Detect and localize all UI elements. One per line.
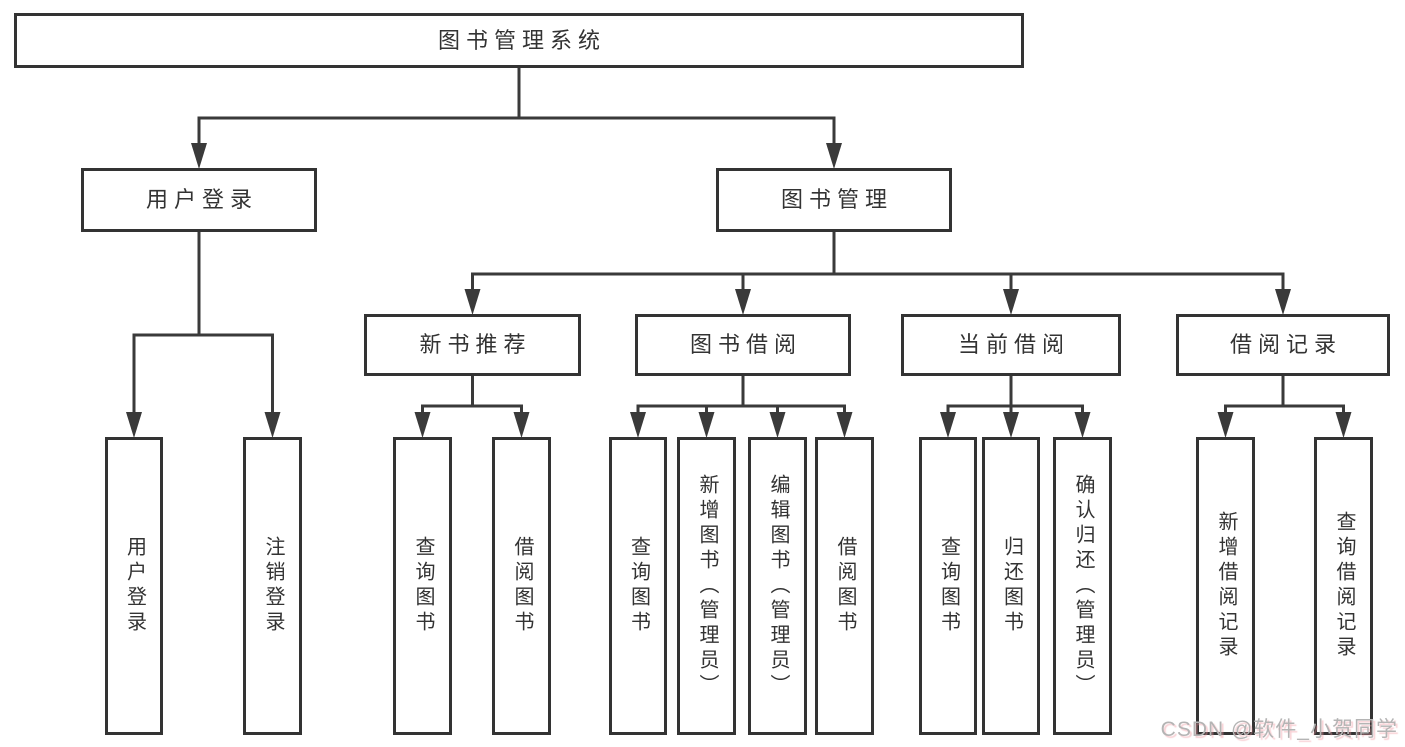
arrowhead-icon	[264, 412, 281, 438]
diagram-node-login: 用户登录	[81, 168, 317, 232]
diagram-node-leaf-br-add: 新增借阅记录	[1196, 437, 1255, 735]
arrowhead-icon	[836, 412, 853, 438]
arrowhead-icon	[191, 143, 207, 169]
diagram-node-leaf-cb-return: 归还图书	[982, 437, 1040, 735]
arrowhead-icon	[735, 289, 751, 315]
diagram-node-leaf-cb-query: 查询图书	[919, 437, 977, 735]
diagram-node-root: 图书管理系统	[14, 13, 1024, 68]
diagram-node-leaf-bm-borrow: 借阅图书	[815, 437, 874, 735]
arrowhead-icon	[1275, 289, 1291, 315]
arrowhead-icon	[698, 412, 715, 438]
diagram-node-borrowmgmt: 图书借阅	[635, 314, 851, 376]
arrowhead-icon	[414, 412, 431, 438]
diagram-node-leaf-bm-edit: 编辑图书（管理员）	[748, 437, 807, 735]
diagram-node-leaf-user-login: 用户登录	[105, 437, 163, 735]
diagram-node-leaf-logout: 注销登录	[243, 437, 302, 735]
arrowhead-icon	[630, 412, 646, 438]
arrowhead-icon	[513, 412, 530, 438]
diagram-node-leaf-br-query: 查询借阅记录	[1314, 437, 1373, 735]
diagram-node-currentborrow: 当前借阅	[901, 314, 1121, 376]
diagram-node-leaf-nb-borrow: 借阅图书	[492, 437, 551, 735]
arrowhead-icon	[940, 412, 956, 438]
arrowhead-icon	[769, 412, 786, 438]
arrowhead-icon	[1217, 412, 1234, 438]
diagram-node-bookmgmt: 图书管理	[716, 168, 952, 232]
diagram-node-leaf-bm-add: 新增图书（管理员）	[677, 437, 736, 735]
diagram-node-leaf-nb-query: 查询图书	[393, 437, 452, 735]
arrowhead-icon	[1003, 289, 1019, 315]
diagram-node-leaf-bm-query: 查询图书	[609, 437, 667, 735]
arrowhead-icon	[826, 143, 842, 169]
diagram-node-borrowrecords: 借阅记录	[1176, 314, 1390, 376]
arrowhead-icon	[1003, 412, 1019, 438]
arrowhead-icon	[1074, 412, 1091, 438]
diagram-node-leaf-cb-confirm: 确认归还（管理员）	[1053, 437, 1112, 735]
diagram-node-newbook: 新书推荐	[364, 314, 581, 376]
arrowhead-icon	[1335, 412, 1352, 438]
arrowhead-icon	[464, 289, 481, 315]
arrowhead-icon	[126, 412, 142, 438]
